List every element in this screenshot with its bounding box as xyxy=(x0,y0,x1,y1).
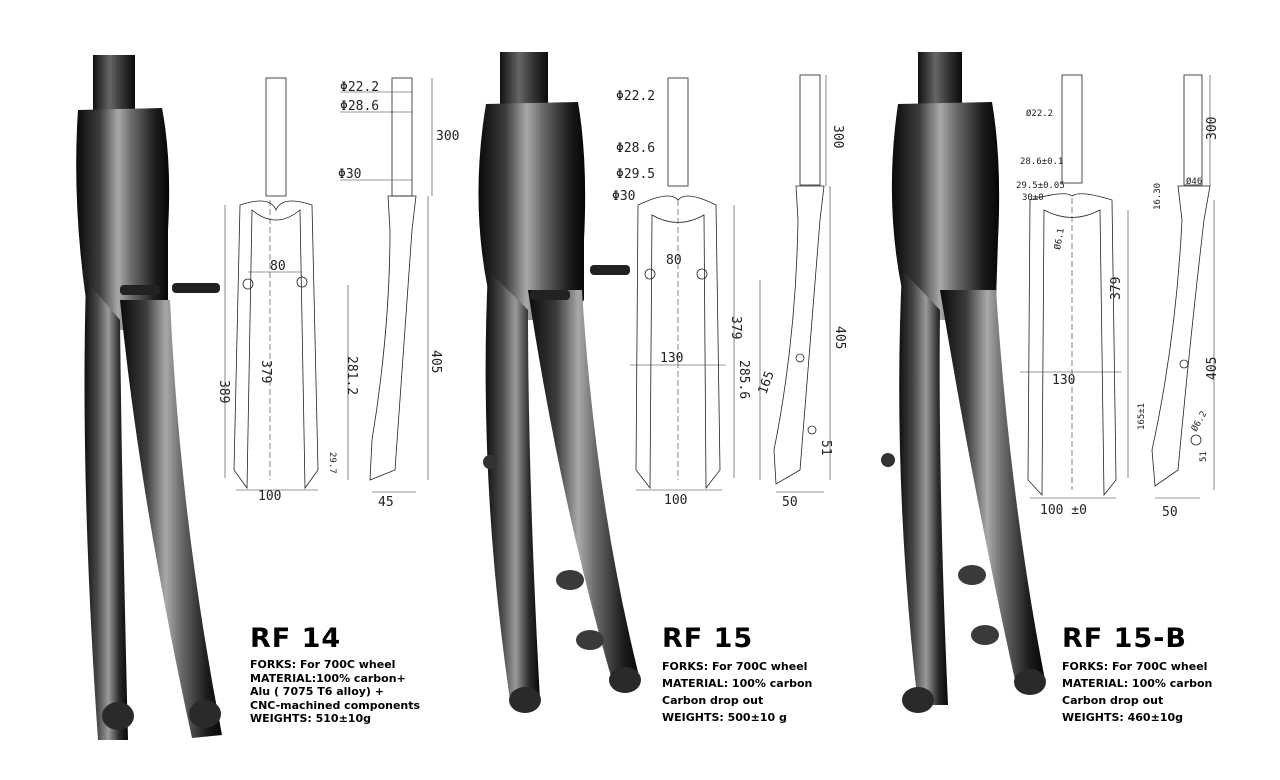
dropout-right xyxy=(1014,669,1046,695)
brake-bolt-right xyxy=(172,283,220,293)
dim-d22-2: Φ22.2 xyxy=(616,89,655,104)
steerer-tube xyxy=(918,52,962,107)
spec-line: WEIGHTS: 500±10 g xyxy=(662,711,787,724)
dim-crown-80: 80 xyxy=(270,259,286,274)
dim-steerer-300: 300 xyxy=(830,125,845,148)
fork-crown xyxy=(76,108,170,332)
dim-d30: Φ30 xyxy=(612,189,635,204)
dim-d28-6: Φ28.6 xyxy=(616,141,655,156)
dim-extra-51: 51 xyxy=(1199,451,1209,462)
spec-line: FORKS: For 700C wheel xyxy=(250,658,396,671)
spec-line: MATERIAL:100% carbon+ xyxy=(250,671,406,685)
drawing-front-rf15b: Ø22.2 28.6±0.1 29.5±0.05 30±0 Ø6.1 130 1… xyxy=(1016,74,1129,518)
dropout-eyelet-bottom xyxy=(971,625,999,645)
steerer-tube xyxy=(500,52,548,107)
dim-total-405: 405 xyxy=(1205,357,1220,380)
spec-line: WEIGHTS: 460±10g xyxy=(1062,711,1183,724)
dim-d28-6: 28.6±0.1 xyxy=(1020,157,1063,167)
dim-d29-5: Φ29.5 xyxy=(616,167,655,182)
model-name: RF 15-B xyxy=(1062,623,1187,654)
fork-left-blade xyxy=(84,280,128,740)
mount-boss xyxy=(881,453,895,467)
fork-crown xyxy=(891,102,1000,323)
steerer-tube xyxy=(93,55,135,110)
dim-width-130: 130 xyxy=(660,351,683,366)
drawing-side-rf15b: 300 Ø46 16.30 405 165±1 Ø6.2 51 50 xyxy=(1137,74,1220,520)
model-name: RF 15 xyxy=(662,623,754,654)
dim-offset-45: 45 xyxy=(378,495,394,510)
dim-length-379: 379 xyxy=(258,360,273,383)
dim-d30: 30±0 xyxy=(1022,193,1044,203)
model-name: RF 14 xyxy=(250,623,342,654)
dim-extra-51: 51 xyxy=(818,440,833,456)
brake-bolt-left xyxy=(530,290,570,300)
spec-line: CNC-machined components xyxy=(250,698,421,712)
spec-line: MATERIAL: 100% carbon xyxy=(1062,677,1213,690)
spec-line: FORKS: For 700C wheel xyxy=(1062,660,1208,673)
fork-right-blade xyxy=(940,290,1045,680)
dim-length-379: 379 xyxy=(1109,277,1124,300)
fork-photo-rf15 xyxy=(478,52,641,713)
dim-d22-2: Φ22.2 xyxy=(340,80,379,95)
dim-steerer-300: 300 xyxy=(436,129,459,144)
fork-photo-rf15b xyxy=(881,52,1046,713)
dim-width-130: 130 xyxy=(1052,373,1075,388)
dim-total-405: 405 xyxy=(832,326,847,349)
fork-photo-rf14 xyxy=(76,55,222,740)
dim-drop-6-2: Ø6.2 xyxy=(1189,409,1209,433)
dropout-left xyxy=(509,687,541,713)
dim-axle-100: 100 xyxy=(664,493,687,508)
dropout-right xyxy=(189,700,221,728)
dim-drop-165: 165 xyxy=(756,369,778,396)
dropout-right xyxy=(609,667,641,693)
dim-d30: Φ30 xyxy=(338,167,361,182)
spec-line: Carbon drop out xyxy=(1062,694,1164,707)
dim-total-405: 405 xyxy=(428,350,443,373)
dim-tip-29.7: 29.7 xyxy=(327,452,337,474)
dim-d22-2: Ø22.2 xyxy=(1026,108,1053,119)
brake-bolt-left xyxy=(120,285,160,295)
fork-right-blade xyxy=(528,290,640,680)
drawing-side-rf14: Φ22.2 Φ28.6 Φ30 300 405 281.2 45 xyxy=(338,77,459,510)
dropout-eyelet-bottom xyxy=(576,630,604,650)
dim-axle-100: 100 ±0 xyxy=(1040,503,1087,518)
dim-d29-5: 29.5±0.05 xyxy=(1016,181,1065,191)
spec-line: MATERIAL: 100% carbon xyxy=(662,677,813,690)
dim-top-46: Ø46 xyxy=(1186,176,1202,187)
fork-crown xyxy=(478,102,586,323)
spec-line: Alu ( 7075 T6 alloy) + xyxy=(250,685,384,698)
dim-rake-281.2: 281.2 xyxy=(344,356,359,395)
dropout-eyelet-top xyxy=(556,570,584,590)
dropout-eyelet-top xyxy=(958,565,986,585)
dim-rake-285.6: 285.6 xyxy=(736,360,751,399)
fork-left-blade xyxy=(899,270,948,705)
spec-block-rf15: RF 15 FORKS: For 700C wheel MATERIAL: 10… xyxy=(662,624,812,726)
dim-rake-165: 165±1 xyxy=(1137,403,1147,430)
fork-left-blade xyxy=(485,270,540,700)
mount-boss xyxy=(483,455,497,469)
dim-d28-6: Φ28.6 xyxy=(340,99,379,114)
dim-offset-50: 50 xyxy=(1162,505,1178,520)
drawing-side-rf15: 300 405 285.6 165 51 50 xyxy=(736,74,847,510)
dim-crown-80: 80 xyxy=(666,253,682,268)
spec-line: Carbon drop out xyxy=(662,694,764,707)
spec-line: FORKS: For 700C wheel xyxy=(662,660,808,673)
drawing-front-rf15: Φ22.2 Φ28.6 Φ29.5 Φ30 80 130 100 379 xyxy=(612,77,743,508)
spec-block-rf15b: RF 15-B FORKS: For 700C wheel MATERIAL: … xyxy=(1062,624,1212,726)
dim-offset-50: 50 xyxy=(782,495,798,510)
dim-d6-1: Ø6.1 xyxy=(1052,227,1067,250)
dropout-left xyxy=(102,702,134,730)
fork-right-blade xyxy=(120,300,222,738)
dim-axle-100: 100 xyxy=(258,489,281,504)
brake-bolt-right xyxy=(590,265,630,275)
dim-16-30: 16.30 xyxy=(1153,183,1163,210)
dim-steerer-300: 300 xyxy=(1205,117,1220,140)
dim-length-379: 379 xyxy=(728,316,743,339)
spec-block-rf14: RF 14 FORKS: For 700C wheel MATERIAL:100… xyxy=(250,624,420,726)
spec-line: WEIGHTS: 510±10g xyxy=(250,712,371,725)
drawing-front-rf14: 80 100 389 379 29.7 xyxy=(216,77,337,504)
dim-height-389: 389 xyxy=(216,380,231,403)
dropout-left xyxy=(902,687,934,713)
